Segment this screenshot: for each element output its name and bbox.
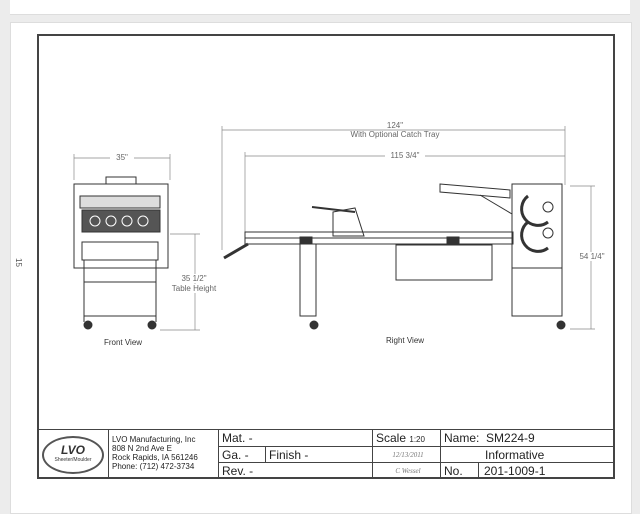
finish-field: Finish - [265, 447, 372, 463]
drawing-number: 201-1009-1 [478, 463, 615, 479]
company-logo: LVO Sheeter/Moulder [42, 436, 104, 474]
name-field: Name: SM224-9 [440, 430, 615, 447]
right-view-label: Right View [385, 336, 425, 345]
front-view-machine [73, 176, 169, 330]
number-label: No. [440, 463, 478, 479]
gauge-field: Ga. - [218, 447, 265, 463]
table-height-dimension: 35 1/2" [168, 274, 220, 283]
overall-length-dimension: 124" [386, 121, 404, 130]
overall-length-note: With Optional Catch Tray [350, 130, 440, 139]
height-dimension: 54 1/4" [575, 252, 609, 261]
drawn-by-field: C Wessel [372, 463, 440, 479]
front-view-label: Front View [103, 338, 143, 347]
document-type: Informative [440, 447, 615, 463]
length-dimension: 115 3/4" [385, 151, 425, 160]
title-block: LVO Sheeter/Moulder LVO Manufacturing, I… [37, 429, 615, 480]
width-dimension: 35" [110, 153, 134, 162]
previous-page-edge [10, 0, 630, 15]
material-field: Mat. - [218, 430, 372, 447]
right-view-machine [223, 183, 566, 330]
table-height-note: Table Height [168, 284, 220, 293]
date-field: 12/13/2011 [372, 447, 440, 463]
revision-field: Rev. - [218, 463, 372, 479]
scale-field: Scale 1:20 [372, 430, 440, 447]
drawing-frame [37, 34, 615, 479]
